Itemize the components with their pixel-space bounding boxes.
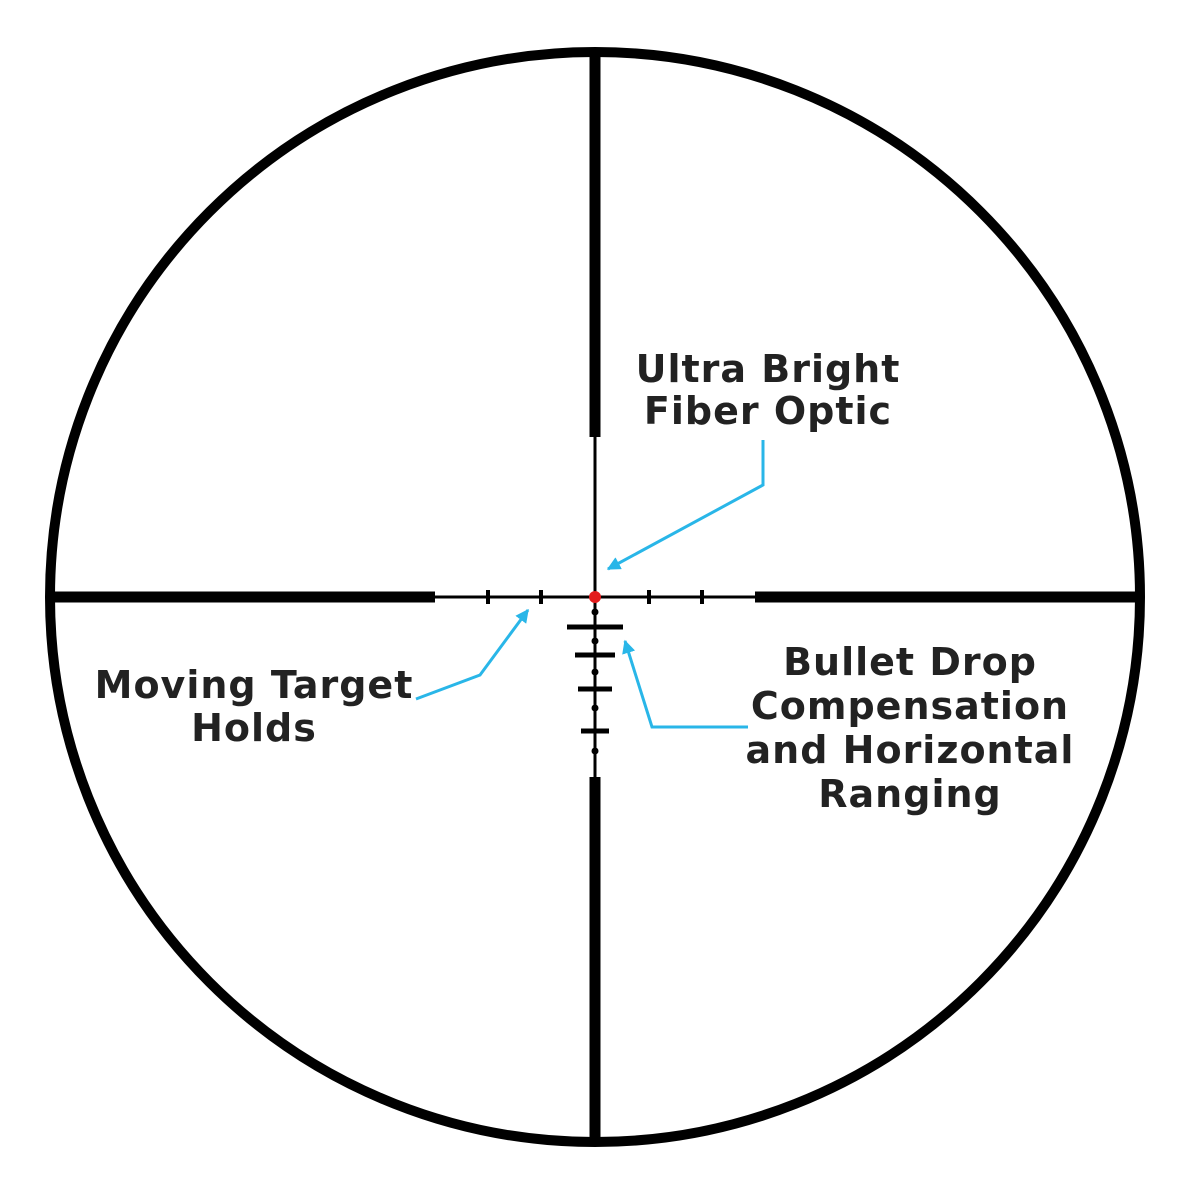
bullet-drop-bars	[567, 624, 623, 734]
bullet-drop-dots	[591, 608, 599, 755]
fiber-optic-label-line2: Fiber Optic	[644, 389, 892, 433]
bdc-dot	[591, 637, 599, 645]
moving-target-label-line2: Holds	[191, 706, 317, 750]
bullet-drop-label-line4: Ranging	[818, 772, 1001, 816]
bdc-dot	[591, 747, 599, 755]
fiber-optic-arrow	[606, 440, 765, 571]
fiber-optic-label-line1: Ultra Bright	[636, 347, 901, 391]
bullet-drop-label-line1: Bullet Drop	[783, 640, 1037, 684]
moving-target-label: Moving Target Holds	[95, 663, 414, 750]
fiber-optic-label: Ultra Bright Fiber Optic	[636, 347, 901, 433]
reticle-thick-posts	[55, 57, 1137, 1137]
moving-target-label-line1: Moving Target	[95, 663, 414, 707]
moving-target-arrow	[415, 608, 530, 701]
bullet-drop-arrow	[622, 639, 748, 729]
bullet-drop-label-line3: and Horizontal	[746, 728, 1075, 772]
fiber-optic-center-dot	[589, 591, 601, 603]
scope-outer-ring	[45, 47, 1145, 1147]
callout-arrows	[415, 440, 765, 729]
bullet-drop-label: Bullet Drop Compensation and Horizontal …	[746, 640, 1075, 816]
moving-target-hold-ticks	[486, 590, 704, 604]
bdc-dot	[591, 668, 599, 676]
bdc-dot	[591, 704, 599, 712]
bdc-dot	[591, 608, 599, 616]
bullet-drop-label-line2: Compensation	[751, 684, 1069, 728]
